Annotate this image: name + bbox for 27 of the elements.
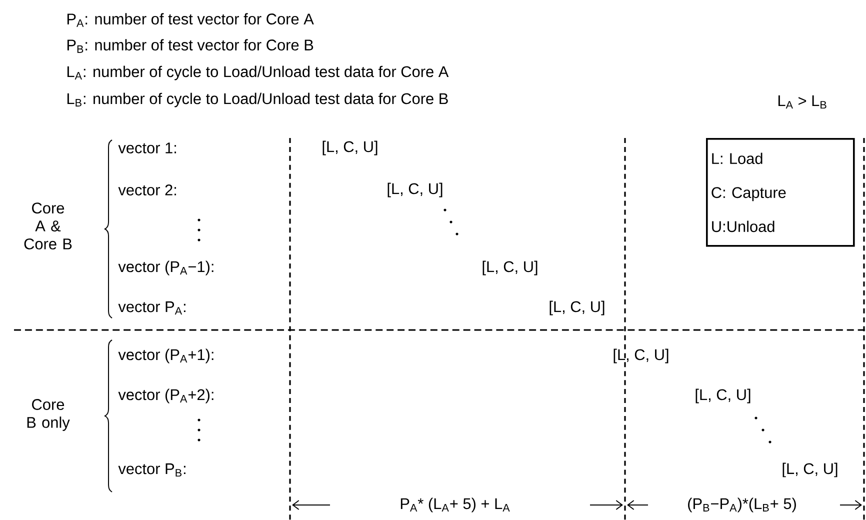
timing-cell: [L, C, U] bbox=[782, 462, 838, 478]
row-label: vector (P$_{A}$−1): bbox=[118, 260, 214, 276]
legend-entry: U:Unload bbox=[712, 220, 774, 232]
definition-text: P$_{A}$: number of test vector for Core A bbox=[67, 13, 314, 27]
definition-text: P$_{B}$: number of test vector for Core B bbox=[67, 39, 314, 53]
definition-text: L$_{B}$: number of cycle to Load/Unload test data for Core B bbox=[67, 92, 448, 108]
group-label: Core B only bbox=[27, 399, 70, 431]
legend-box bbox=[706, 138, 855, 247]
timing-cell: [L, C, U] bbox=[482, 260, 538, 276]
dimension-label: P$_{A}$* (L$_{A}$+ 5) + L$_{A}$ bbox=[400, 498, 510, 512]
dimension-label: (P$_{B}$−P$_{A}$)*(L$_{B}$+ 5) bbox=[688, 498, 796, 512]
legend-entry: C: Capture bbox=[712, 187, 786, 202]
timing-cell: [L, C, U] bbox=[614, 348, 668, 364]
timing-cell: [L, C, U] bbox=[322, 140, 378, 156]
row-label: vector 1: bbox=[118, 142, 176, 154]
row-label: vector (P$_{A}$+2): bbox=[118, 388, 214, 404]
timing-cell: [L, C, U] bbox=[696, 388, 750, 404]
row-label: vector (P$_{A}$+1): bbox=[118, 348, 214, 364]
definition-text: L$_{A}$: number of cycle to Load/Unload test data for Core A bbox=[67, 66, 449, 80]
inequality-text: L$_{A}$ > L$_{B}$ bbox=[778, 95, 826, 109]
row-label: vector 2: bbox=[118, 184, 176, 196]
legend-entry: L: Load bbox=[712, 152, 762, 164]
row-label: vector P$_{A}$: bbox=[118, 301, 186, 315]
row-label: vector P$_{B}$: bbox=[118, 463, 186, 477]
timing-cell: [L, C, U] bbox=[550, 300, 604, 316]
timing-cell: [L, C, U] bbox=[388, 182, 442, 198]
group-label: Core A & Core B bbox=[24, 202, 72, 250]
